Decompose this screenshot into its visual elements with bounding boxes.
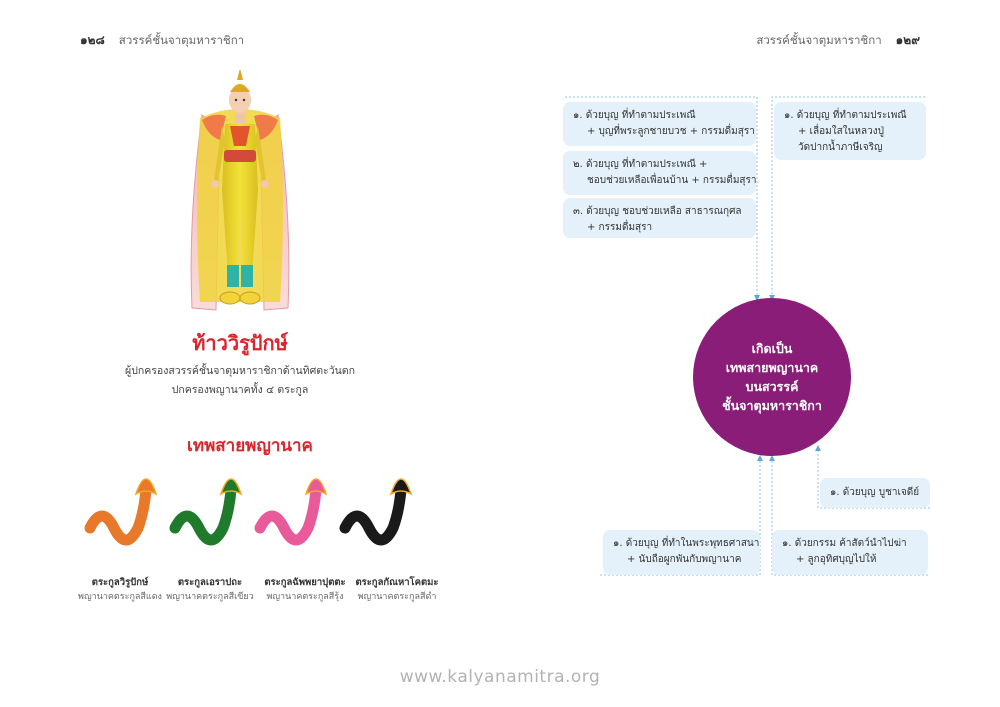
king-desc-line-1: ผู้ปกครองสวรรค์ชั้นจาตุมหาราชิกาด้านทิศต… <box>125 365 355 377</box>
circle-line-2: เทพสายพญานาค <box>725 360 819 375</box>
naga-section-title: เทพสายพญานาค <box>187 436 313 456</box>
naga-clan-3: ตระกูลฉัพพยาปุตตะ พญานาคตระกูลสีรุ้ง <box>260 575 350 605</box>
clan-desc: พญานาคตระกูลสีเขียว <box>166 592 254 602</box>
black-naga-serpent <box>339 478 413 546</box>
rainbow-naga-serpent <box>254 478 328 546</box>
right-page-header: สวรรค์ชั้นจาตุมหาราชิกา ๑๒๙ <box>756 31 920 50</box>
green-naga-serpent <box>169 478 243 546</box>
clan-desc: พญานาคตระกูลสีแดง <box>78 592 162 602</box>
right-header-title: สวรรค์ชั้นจาตุมหาราชิกา <box>756 33 882 47</box>
cause-box-4: ๑. ด้วยบุญ ที่ทำตามประเพณี + เลื่อมใสในห… <box>774 102 926 160</box>
cause-box-3: ๓. ด้วยบุญ ชอบช่วยเหลือ สาธารณกุศล + กรร… <box>563 198 756 238</box>
naga-serpents-illustration <box>84 478 413 546</box>
box-line: ๑. ด้วยบุญ ที่ทำตามประเพณี <box>784 110 907 121</box>
box-line: + บุญที่พระลูกชายบวช + กรรมดื่มสุรา <box>587 126 755 137</box>
cause-box-6: ๑. ด้วยบุญ ที่ทำในพระพุทธศาสนา + นับถือผ… <box>603 530 760 575</box>
clan-name: ตระกูลเอราปถะ <box>177 577 243 588</box>
king-name-title: ท้าววิรูปักษ์ <box>192 331 288 355</box>
left-header-title: สวรรค์ชั้นจาตุมหาราชิกา <box>118 33 245 47</box>
box-line: + กรรมดื่มสุรา <box>587 222 653 233</box>
box-line: ๑. ด้วยกรรม ค้าสัตว์นำไปฆ่า <box>782 538 907 549</box>
cause-box-2: ๒. ด้วยบุญ ที่ทำตามประเพณี + ชอบช่วยเหลื… <box>563 151 757 195</box>
box-line: ๑. ด้วยบุญ ที่ทำในพระพุทธศาสนา <box>613 538 760 549</box>
cause-box-5: ๑. ด้วยบุญ บูชาเจดีย์ <box>820 478 930 508</box>
box-line: ชอบช่วยเหลือเพื่อนบ้าน + กรรมดื่มสุรา <box>587 175 757 186</box>
clan-desc: พญานาคตระกูลสีรุ้ง <box>266 592 344 602</box>
king-desc-line-2: ปกครองพญานาคทั้ง ๔ ตระกูล <box>171 384 309 396</box>
king-description: ผู้ปกครองสวรรค์ชั้นจาตุมหาราชิกาด้านทิศต… <box>100 362 380 400</box>
left-page-number: ๑๒๘ <box>80 33 105 47</box>
box-line: + นับถือผูกพันกับพญานาค <box>627 554 742 565</box>
clan-desc: พญานาคตระกูลสีดำ <box>357 592 437 602</box>
circle-line-4: ชั้นจาตุมหาราชิกา <box>722 398 822 413</box>
left-page-header: ๑๒๘ สวรรค์ชั้นจาตุมหาราชิกา <box>80 31 244 50</box>
king-virupakkha-illustration <box>190 70 290 311</box>
box-line: ๑. ด้วยบุญ บูชาเจดีย์ <box>830 487 920 498</box>
box-line: ๑. ด้วยบุญ ที่ทำตามประเพณี <box>573 110 696 121</box>
naga-clan-4: ตระกูลกัณหาโคตมะ พญานาคตระกูลสีดำ <box>352 575 442 605</box>
cause-box-1: ๑. ด้วยบุญ ที่ทำตามประเพณี + บุญที่พระลู… <box>563 102 756 146</box>
box-line: วัดปากน้ำภาษีเจริญ <box>798 142 883 153</box>
naga-clan-2: ตระกูลเอราปถะ พญานาคตระกูลสีเขียว <box>165 575 255 605</box>
circle-line-1: เกิดเป็น <box>751 341 793 356</box>
red-naga-serpent <box>84 478 158 546</box>
box-line: ๒. ด้วยบุญ ที่ทำตามประเพณี + <box>573 159 708 170</box>
cause-box-7: ๑. ด้วยกรรม ค้าสัตว์นำไปฆ่า + ลูกอุทิศบุ… <box>772 530 928 575</box>
naga-clan-1: ตระกูลวิรูปักษ์ พญานาคตระกูลสีแดง <box>75 575 165 605</box>
box-line: + ลูกอุทิศบุญไปให้ <box>796 554 877 565</box>
box-line: + เลื่อมใสในหลวงปู่ <box>798 126 884 137</box>
right-page-number: ๑๒๙ <box>895 33 920 47</box>
footer-website-url: www.kalyanamitra.org <box>399 667 601 687</box>
clan-name: ตระกูลฉัพพยาปุตตะ <box>264 577 346 588</box>
box-line: ๓. ด้วยบุญ ชอบช่วยเหลือ สาธารณกุศล <box>573 206 742 217</box>
clan-name: ตระกูลกัณหาโคตมะ <box>355 577 439 588</box>
center-result-circle: เกิดเป็น เทพสายพญานาค บนสวรรค์ ชั้นจาตุม… <box>693 298 851 456</box>
clan-name: ตระกูลวิรูปักษ์ <box>91 577 149 588</box>
circle-line-3: บนสวรรค์ <box>745 379 799 394</box>
